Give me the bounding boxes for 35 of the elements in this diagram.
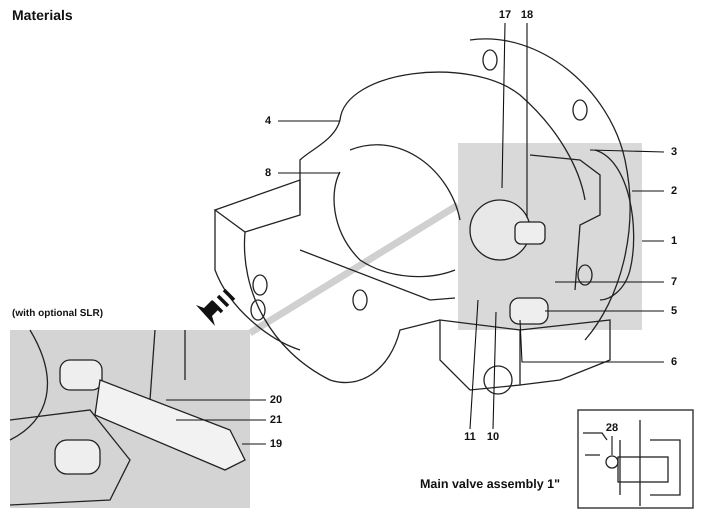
leader-line: [526, 23, 528, 218]
callout-number: 17: [497, 8, 513, 22]
leader-line: [501, 23, 506, 188]
leader-line: [590, 149, 664, 153]
leader-line: [469, 300, 479, 430]
subtitle-note: (with optional SLR): [12, 308, 104, 319]
leader-line: [242, 443, 266, 445]
callout-number: 19: [268, 437, 284, 451]
leader-line: [278, 120, 340, 122]
leader-line: [642, 240, 664, 242]
callout-number: 7: [666, 275, 682, 289]
leader-line: [555, 281, 664, 283]
callout-number: 21: [268, 413, 284, 427]
leader-line: [166, 399, 266, 401]
leader-line: [545, 310, 664, 312]
callout-number: 2: [666, 184, 682, 198]
callout-number: 8: [260, 166, 276, 180]
callout-number: 1: [666, 234, 682, 248]
callout-number: 3: [666, 145, 682, 159]
figure-caption: Main valve assembly 1": [420, 477, 560, 491]
callout-number: 11: [462, 430, 478, 444]
leader-line: [176, 419, 266, 421]
leader-line: [632, 190, 664, 192]
callout-number: 20: [268, 393, 284, 407]
title: Materials: [12, 7, 73, 23]
callout-number: 4: [260, 114, 276, 128]
leader-line: [611, 436, 613, 455]
callout-number: 28: [604, 421, 620, 435]
callout-number: 5: [666, 304, 682, 318]
callout-number: 10: [485, 430, 501, 444]
leader-line: [519, 320, 664, 363]
leader-line: [492, 312, 497, 430]
callout-number: 6: [666, 355, 682, 369]
callout-number: 18: [519, 8, 535, 22]
leader-line: [278, 172, 340, 174]
